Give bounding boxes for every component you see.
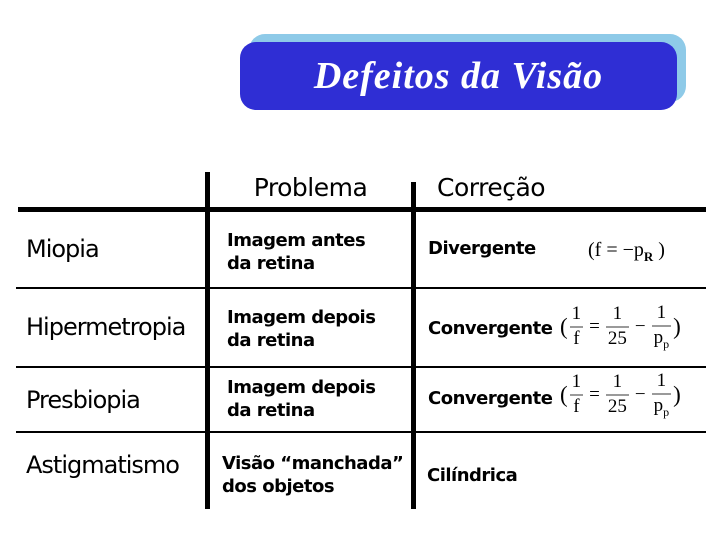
numerator: 1 xyxy=(656,370,667,391)
row-divider-3 xyxy=(16,431,706,433)
column-divider-1 xyxy=(205,172,210,509)
equals-sign: = xyxy=(589,315,600,337)
cell-problema-miopia: Imagem antes da retina xyxy=(227,229,366,275)
row-label-miopia: Miopia xyxy=(26,235,100,263)
row-label-hipermetropia: Hipermetropia xyxy=(26,313,186,341)
row-label-presbiopia: Presbiopia xyxy=(26,386,141,414)
formula-miopia: (f = −pR ) xyxy=(588,239,665,265)
title-box: Defeitos da Visão xyxy=(240,42,677,110)
row-divider-1 xyxy=(16,287,706,289)
denominator: f xyxy=(573,327,580,349)
equals-sign: = xyxy=(589,383,600,405)
close-paren: ) xyxy=(673,382,681,408)
numerator: 1 xyxy=(612,371,623,393)
denominator: f xyxy=(573,395,580,417)
fraction-1-over-25: 1 25 xyxy=(605,371,629,418)
denominator-subscript: p xyxy=(663,336,670,351)
row-divider-2 xyxy=(16,366,706,368)
fraction-1-over-f: 1 f xyxy=(569,303,584,350)
open-paren: ( xyxy=(560,382,568,408)
formula-hipermetropia: ( 1 f = 1 25 − 1 pp ) xyxy=(560,302,681,351)
numerator: 1 xyxy=(571,303,582,325)
fraction-1-over-25: 1 25 xyxy=(605,303,629,350)
problema-line: da retina xyxy=(227,330,315,351)
col-header-problema: Problema xyxy=(253,173,368,202)
problema-line: Imagem depois xyxy=(227,307,376,328)
fraction-bar xyxy=(605,325,629,328)
problema-line: da retina xyxy=(227,400,315,421)
column-divider-2 xyxy=(411,182,416,509)
problema-line: da retina xyxy=(227,253,315,274)
denominator-subscript: p xyxy=(663,404,670,419)
fraction-1-over-f: 1 f xyxy=(569,371,584,418)
formula-pre: (f = −p xyxy=(588,239,644,261)
open-paren: ( xyxy=(560,314,568,340)
denominator: 25 xyxy=(607,327,627,349)
denominator: pp xyxy=(652,394,672,419)
close-paren: ) xyxy=(673,314,681,340)
numerator: 1 xyxy=(612,303,623,325)
formula-subscript: R xyxy=(643,249,654,264)
problema-line: Visão “manchada” xyxy=(222,453,404,474)
cell-correcao-miopia: Divergente xyxy=(428,238,536,259)
cell-correcao-astigmatismo: Cilíndrica xyxy=(427,465,518,486)
problema-line: dos objetos xyxy=(222,476,335,497)
cell-problema-astigmatismo: Visão “manchada” dos objetos xyxy=(222,452,404,498)
cell-correcao-hipermetropia: Convergente xyxy=(428,318,553,339)
denominator-main: p xyxy=(653,326,664,348)
problema-line: Imagem antes xyxy=(227,230,366,251)
denominator-main: p xyxy=(653,394,664,416)
cell-correcao-presbiopia: Convergente xyxy=(428,388,553,409)
problema-line: Imagem depois xyxy=(227,377,376,398)
fraction-bar xyxy=(569,393,584,396)
denominator: pp xyxy=(652,326,672,351)
denominator: 25 xyxy=(607,395,627,417)
cell-problema-presbiopia: Imagem depois da retina xyxy=(227,376,376,422)
fraction-bar xyxy=(569,325,584,328)
formula-post: ) xyxy=(653,239,665,261)
numerator: 1 xyxy=(571,371,582,393)
cell-problema-hipermetropia: Imagem depois da retina xyxy=(227,306,376,352)
minus-sign: − xyxy=(634,383,646,405)
minus-sign: − xyxy=(634,315,646,337)
formula-presbiopia: ( 1 f = 1 25 − 1 pp ) xyxy=(560,370,681,419)
slide-title: Defeitos da Visão xyxy=(313,55,604,97)
row-label-astigmatismo: Astigmatismo xyxy=(26,451,180,479)
fraction-bar xyxy=(605,393,629,396)
fraction-1-over-pp: 1 pp xyxy=(651,302,672,351)
fraction-1-over-pp: 1 pp xyxy=(651,370,672,419)
numerator: 1 xyxy=(656,302,667,323)
fraction-bar xyxy=(651,392,672,395)
fraction-bar xyxy=(651,324,672,327)
header-rule xyxy=(18,207,706,212)
col-header-correcao: Correção xyxy=(437,173,546,202)
